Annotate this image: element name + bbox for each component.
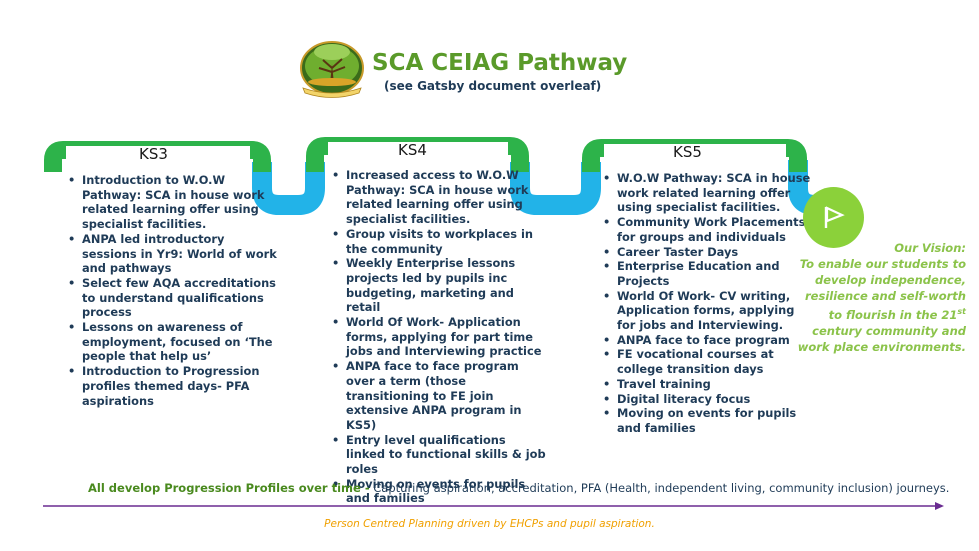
list-item: Entry level qualifications linked to fun…	[332, 433, 546, 477]
list-item: Introduction to Progression profiles the…	[68, 364, 280, 408]
list-item: FE vocational courses at college transit…	[603, 347, 813, 376]
stage-label-ks5: KS5	[673, 143, 702, 161]
list-item: ANPA face to face program over a term (t…	[332, 359, 546, 433]
page-subtitle: (see Gatsby document overleaf)	[384, 79, 602, 93]
vision-text: To enable our students to develop indepe…	[797, 257, 966, 354]
list-item: Moving on events for pupils and families	[332, 477, 546, 506]
progression-note: All develop Progression Profiles over ti…	[88, 481, 949, 495]
tree-logo-icon	[300, 41, 364, 98]
person-centred-note: Person Centred Planning driven by EHCPs …	[324, 518, 655, 530]
list-item: Group visits to workplaces in the commun…	[332, 227, 546, 256]
list-item: Increased access to W.O.W Pathway: SCA i…	[332, 168, 546, 227]
list-item: ANPA face to face program	[603, 333, 813, 348]
list-item: ANPA led introductory sessions in Yr9: W…	[68, 232, 280, 276]
stage-label-ks3: KS3	[139, 145, 168, 163]
vision-badge	[803, 187, 864, 248]
stage-label-ks4: KS4	[398, 141, 427, 159]
ks3-list: Introduction to W.O.W Pathway: SCA in ho…	[68, 173, 280, 408]
ks5-list: W.O.W Pathway: SCA in house work related…	[603, 171, 813, 436]
ks4-list: Increased access to W.O.W Pathway: SCA i…	[332, 168, 546, 506]
list-item: Enterprise Education and Projects	[603, 259, 813, 288]
list-item: Community Work Placements for groups and…	[603, 215, 813, 244]
progression-note-text: Capturing aspiration, accreditation, PFA…	[369, 481, 950, 495]
progression-note-bold: All develop Progression Profiles over ti…	[88, 481, 370, 495]
list-item: Select few AQA accreditations to underst…	[68, 276, 280, 320]
list-item: W.O.W Pathway: SCA in house work related…	[603, 171, 813, 215]
academy-logo	[297, 40, 365, 100]
list-item: Digital literacy focus	[603, 392, 813, 407]
list-item: Lessons on awareness of employment, focu…	[68, 320, 280, 364]
list-item: World Of Work- CV writing, Application f…	[603, 289, 813, 333]
list-item: Career Taster Days	[603, 245, 813, 260]
flag-icon	[824, 206, 845, 228]
vision-title: Our Vision:	[894, 241, 966, 255]
list-item: Moving on events for pupils and families	[603, 406, 813, 435]
list-item: Weekly Enterprise lessons projects led b…	[332, 256, 546, 315]
list-item: World Of Work- Application forms, applyi…	[332, 315, 546, 359]
list-item: Travel training	[603, 377, 813, 392]
list-item: Introduction to W.O.W Pathway: SCA in ho…	[68, 173, 280, 232]
page-title: SCA CEIAG Pathway	[372, 50, 628, 76]
vision-statement: Our Vision: To enable our students to de…	[796, 240, 966, 355]
